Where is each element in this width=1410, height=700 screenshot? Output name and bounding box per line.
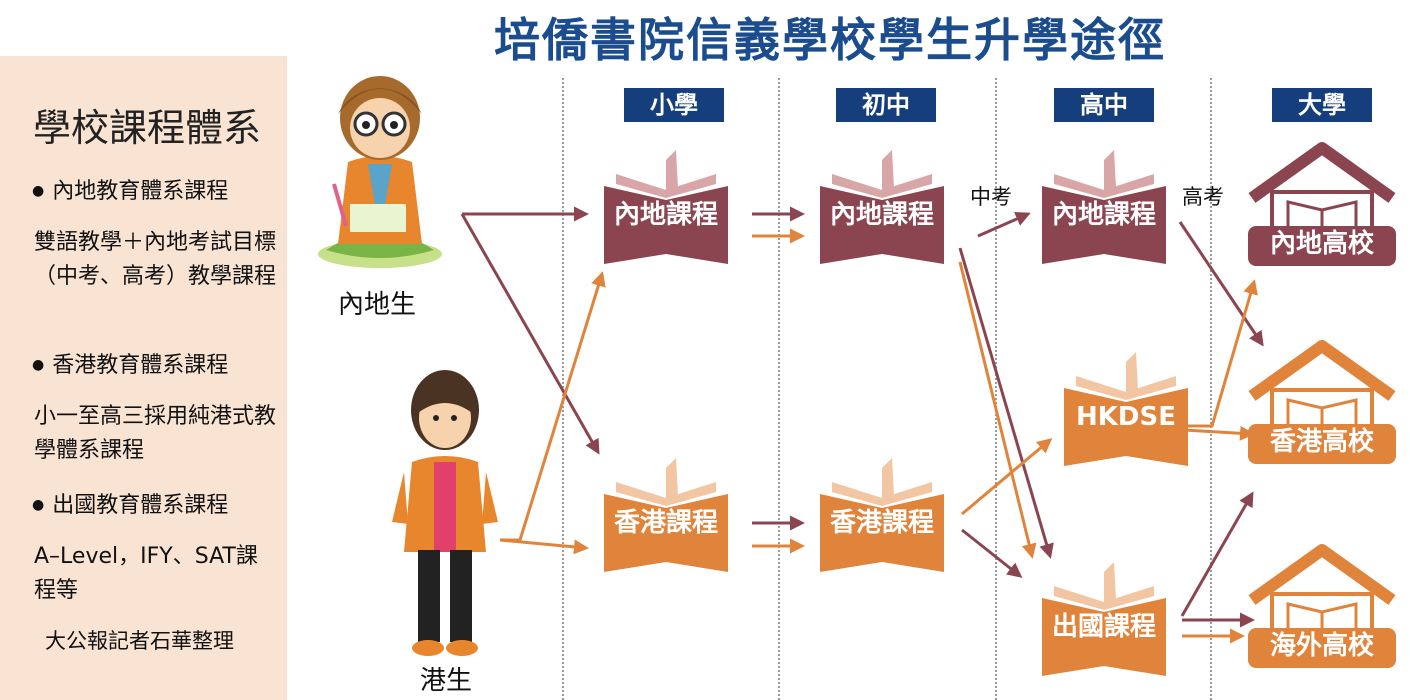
book-label: 內地課程	[1051, 200, 1156, 230]
book-label: 內地課程	[829, 200, 934, 230]
stage-junior: 初中	[836, 88, 936, 122]
mainland-student-figure	[318, 76, 442, 268]
stage-primary: 小學	[624, 88, 724, 122]
book-label: 香港課程	[613, 508, 718, 538]
school-house-icon	[1248, 142, 1396, 266]
sidebar-item-hongkong: 香港教育體系課程	[32, 350, 228, 381]
university-hongkong: 香港高校	[1248, 340, 1396, 468]
column-divider	[995, 78, 997, 700]
book-junior-hk: 香港課程	[812, 458, 952, 572]
sidebar-heading: 學校課程體系	[33, 106, 262, 150]
sidebar-desc-hongkong: 小一至高三採用純港式教學體系課程	[34, 404, 277, 463]
page-title: 培僑書院信義學校學生升學途徑	[494, 13, 1166, 67]
sidebar-item-overseas: 出國教育體系課程	[32, 490, 228, 521]
university-overseas: 海外高校	[1248, 544, 1396, 672]
book-senior-hkdse: HKDSE	[1056, 352, 1196, 466]
book-label: 出國課程	[1051, 612, 1156, 642]
school-house-icon	[1248, 544, 1396, 668]
sidebar-desc-mainland: 雙語教學＋內地考試目標（中考、高考）教學課程	[34, 230, 277, 289]
exam-label-gaokao: 高考	[1182, 185, 1224, 209]
stage-university: 大學	[1272, 88, 1372, 122]
book-senior-mainland: 內地課程	[1034, 150, 1174, 264]
book-overseas: 出國課程	[1034, 562, 1174, 676]
university-mainland: 內地高校	[1248, 142, 1396, 270]
credit-note: 大公報記者石華整理	[45, 629, 234, 653]
book-primary-mainland: 內地課程	[596, 150, 736, 264]
book-junior-mainland: 內地課程	[812, 150, 952, 264]
sidebar-item-mainland: 內地教育體系課程	[32, 176, 228, 207]
sidebar-desc-overseas: A–Level，IFY、SAT課程等	[34, 544, 258, 603]
stage-senior: 高中	[1054, 88, 1154, 122]
hk-student-figure	[392, 370, 498, 656]
column-divider	[1210, 78, 1212, 700]
university-label: 內地高校	[1269, 229, 1374, 259]
book-label: 香港課程	[829, 508, 934, 538]
university-label: 香港高校	[1269, 427, 1374, 457]
university-label: 海外高校	[1269, 631, 1374, 661]
book-label: HKDSE	[1076, 402, 1176, 432]
book-label: 內地課程	[613, 200, 718, 230]
column-divider	[778, 78, 780, 700]
exam-label-zhongkao: 中考	[970, 185, 1012, 209]
hk-student-label: 港生	[420, 666, 473, 696]
mainland-student-label: 內地生	[338, 290, 417, 320]
school-house-icon	[1248, 340, 1396, 464]
book-primary-hk: 香港課程	[596, 458, 736, 572]
